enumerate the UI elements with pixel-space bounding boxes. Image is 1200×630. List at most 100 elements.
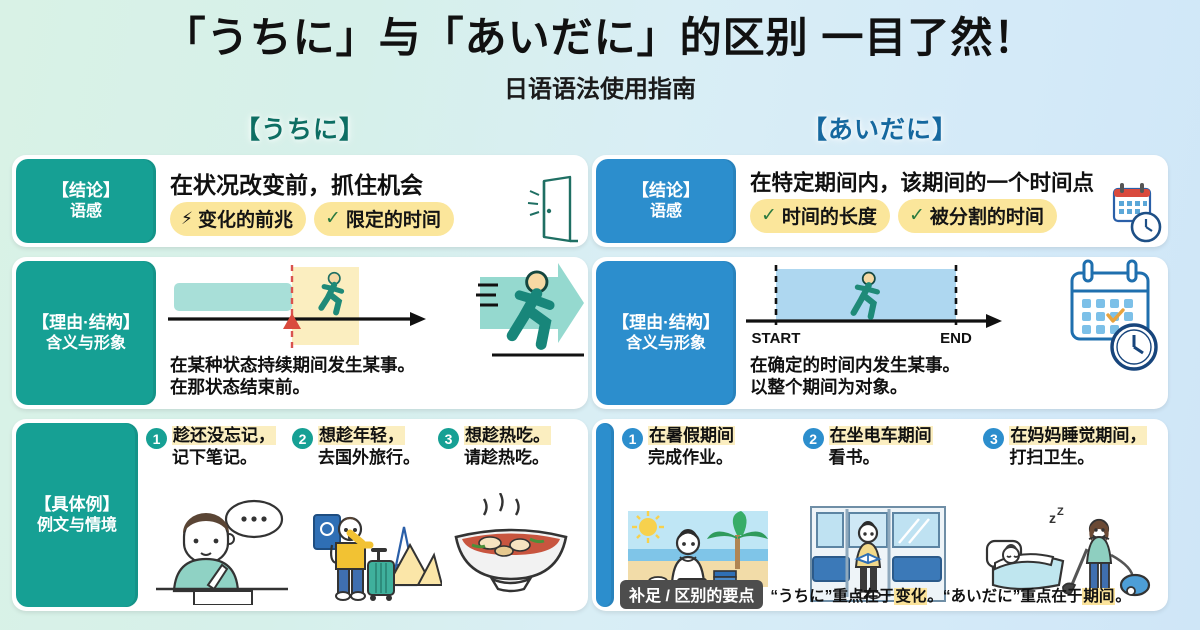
example-header: 3 想趁热吃。 请趁热吃。 <box>438 425 580 469</box>
example-item: 3 在妈妈睡觉期间， 打扫卫生。 z Z <box>983 425 1160 605</box>
conclusion-tags-right: ✓ 时间的长度 ✓ 被分割的时间 <box>750 199 1160 234</box>
structure-caption-left: 在某种状态持续期间发生某事。 在那状态结束前。 <box>170 355 584 399</box>
open-door-illustration <box>526 175 582 245</box>
example-text: 想趁热吃。 请趁热吃。 <box>464 425 551 469</box>
example-line-2: 请趁热吃。 <box>464 447 549 467</box>
example-item: 1 在暑假期间 完成作业。 <box>622 425 799 605</box>
axis-end-label: END <box>940 330 972 347</box>
svg-text:Z: Z <box>1057 506 1064 518</box>
runner-small <box>318 271 345 316</box>
example-text: 在妈妈睡觉期间， 打扫卫生。 <box>1009 425 1148 469</box>
structure-caption-right: 在确定的时间内发生某事。 以整个期间为对象。 <box>750 355 1160 399</box>
caption-line-2: 以整个期间为对象。 <box>750 376 908 397</box>
row-label-line2: 语感 <box>69 202 102 220</box>
tag-label: 被分割的时间 <box>929 207 1044 229</box>
card-body: 在状况改变前，抓住机会 ⚡ 变化的前兆 ✓ 限定的时间 <box>156 155 588 247</box>
caption-line-1: 在确定的时间内发生某事。 <box>750 355 960 376</box>
check-icon: ✓ <box>761 205 777 227</box>
card-aidani-examples: 1 在暑假期间 完成作业。 <box>592 419 1168 612</box>
tag-label: 变化的前兆 <box>197 210 293 232</box>
footnote-text: “うちに”重点在于变化。“あいだに”重点在于期间。 <box>770 584 1131 606</box>
running-person-arrow-illustration <box>476 259 588 387</box>
page-subtitle: 日语语法使用指南 <box>504 76 696 104</box>
page-title: 「うちに」与「あいだに」的区别 一目了然！ <box>163 14 1037 61</box>
row-label-examples-left: 【具体例】 例文与情境 <box>16 423 138 608</box>
row-label-line1: 【结论】 <box>632 180 700 200</box>
example-header: 3 在妈妈睡觉期间， 打扫卫生。 <box>983 425 1160 469</box>
row-label-line1: 【具体例】 <box>34 494 120 514</box>
example-line-2: 打扫卫生。 <box>1009 447 1095 467</box>
calendar-clock-illustration <box>1064 259 1164 375</box>
footnote-row: 补足 / 区别的要点 “うちに”重点在于变化。“あいだに”重点在于期间。 <box>620 580 1164 610</box>
example-number-badge: 2 <box>802 428 824 450</box>
row-label-examples-right <box>596 423 614 608</box>
row-label-structure-right: 【理由·结构】 含义与形象 <box>596 261 736 406</box>
tag-label: 限定的时间 <box>345 210 441 232</box>
examples-list-right: 1 在暑假期间 完成作业。 <box>622 425 1160 605</box>
example-item: 2 想趁年轻， 去国外旅行。 <box>292 425 442 605</box>
example-line-2: 看书。 <box>828 447 880 467</box>
example-line-1: 趁还没忘记， <box>172 426 276 446</box>
example-item: 2 在坐电车期间 看书。 <box>802 425 980 605</box>
conclusion-headline-right: 在特定期间内，该期间的一个时间点 <box>750 171 1095 196</box>
example-line-1: 在暑假期间 <box>648 426 735 446</box>
card-uchini-conclusion: 【结论】 语感 在状况改变前，抓住机会 ⚡ 变化的前兆 ✓ 限定的时间 <box>12 155 588 248</box>
example-header: 1 趁还没忘记， 记下笔记。 <box>146 425 288 469</box>
person-writing-notes-illustration <box>146 493 288 606</box>
card-body: 1 趁还没忘记， 记下笔记。 <box>138 419 588 611</box>
row-label-line1: 【理由·结构】 <box>612 312 720 332</box>
footnote-suffix: 。 <box>1115 587 1131 605</box>
example-header: 2 想趁年轻， 去国外旅行。 <box>292 425 434 469</box>
caption-line-1: 在某种状态持续期间发生某事。 <box>170 355 415 376</box>
example-number-badge: 2 <box>292 428 313 450</box>
example-text: 在坐电车期间 看书。 <box>828 425 933 469</box>
card-body: 在特定期间内，该期间的一个时间点 ✓ 时间的长度 ✓ 被分割的时间 <box>736 155 1168 247</box>
sleep-z-icon: z <box>1049 510 1056 526</box>
timeline-diagram-left <box>164 263 584 355</box>
row-label-line2: 语感 <box>649 202 682 220</box>
card-aidani-structure: 【理由·结构】 含义与形象 START END <box>592 257 1168 410</box>
row-label-conclusion-left: 【结论】 语感 <box>16 159 156 244</box>
row-label-line2: 含义与形象 <box>625 334 706 352</box>
calendar-clock-illustration <box>1108 181 1162 245</box>
tag-pill: ✓ 被分割的时间 <box>897 199 1057 234</box>
example-number-badge: 1 <box>622 428 643 450</box>
column-header-uchini: 【うちに】 <box>234 116 365 145</box>
traveler-with-suitcase-illustration <box>292 493 442 605</box>
example-number-badge: 1 <box>146 428 167 450</box>
card-aidani-conclusion: 【结论】 语感 在特定期间内，该期间的一个时间点 ✓ 时间的长度 ✓ 被分割的时… <box>592 155 1168 248</box>
row-label-line1: 【结论】 <box>52 180 120 200</box>
example-item: 1 趁还没忘记， 记下笔记。 <box>146 425 288 606</box>
examples-list-left: 1 趁还没忘记， 记下笔记。 <box>146 425 580 606</box>
example-line-1: 在妈妈睡觉期间， <box>1009 426 1148 446</box>
example-line-2: 去国外旅行。 <box>318 447 420 467</box>
row-label-line1: 【理由·结构】 <box>32 312 140 332</box>
example-text: 趁还没忘记， 记下笔记。 <box>172 425 276 469</box>
example-header: 2 在坐电车期间 看书。 <box>802 425 980 469</box>
example-line-2: 完成作业。 <box>648 447 733 467</box>
timeline-diagram-right: START END <box>744 263 1160 355</box>
footnote-prefix: “うちに”重点在于 <box>770 587 895 605</box>
example-item: 3 想趁热吃。 请趁热吃。 <box>438 425 580 605</box>
axis-start-label: START <box>752 330 801 347</box>
footnote-highlight-2: 期间 <box>1082 587 1116 605</box>
check-icon: ✓ <box>324 208 341 230</box>
tag-pill: ✓ 限定的时间 <box>313 202 454 237</box>
steaming-noodle-bowl-illustration <box>438 493 580 605</box>
footnote-middle: 。“あいだに”重点在于 <box>927 587 1083 605</box>
check-icon: ✓ <box>908 205 925 227</box>
row-label-line2: 例文与情境 <box>36 516 117 534</box>
card-body: 在某种状态持续期间发生某事。 在那状态结束前。 <box>156 257 588 409</box>
example-number-badge: 3 <box>983 428 1005 450</box>
page-title-block: 「うちに」与「あいだに」的区别 一目了然！ 日语语法使用指南 <box>0 0 1200 104</box>
conclusion-tags-left: ⚡ 变化的前兆 ✓ 限定的时间 <box>170 202 580 237</box>
row-label-structure-left: 【理由·结构】 含义与形象 <box>16 261 156 406</box>
footnote-tag: 补足 / 区别的要点 <box>620 580 764 610</box>
tag-label: 时间的长度 <box>781 207 877 229</box>
column-uchini: 【うちに】 【结论】 语感 在状况改变前，抓住机会 ⚡ 变化的前兆 ✓ 限定的时… <box>10 110 590 621</box>
example-number-badge: 3 <box>438 428 459 450</box>
example-line-1: 想趁热吃。 <box>464 426 551 446</box>
card-body: 1 在暑假期间 完成作业。 <box>614 419 1168 611</box>
example-line-2: 记下笔记。 <box>172 447 257 467</box>
lightning-icon: ⚡ <box>181 208 193 228</box>
